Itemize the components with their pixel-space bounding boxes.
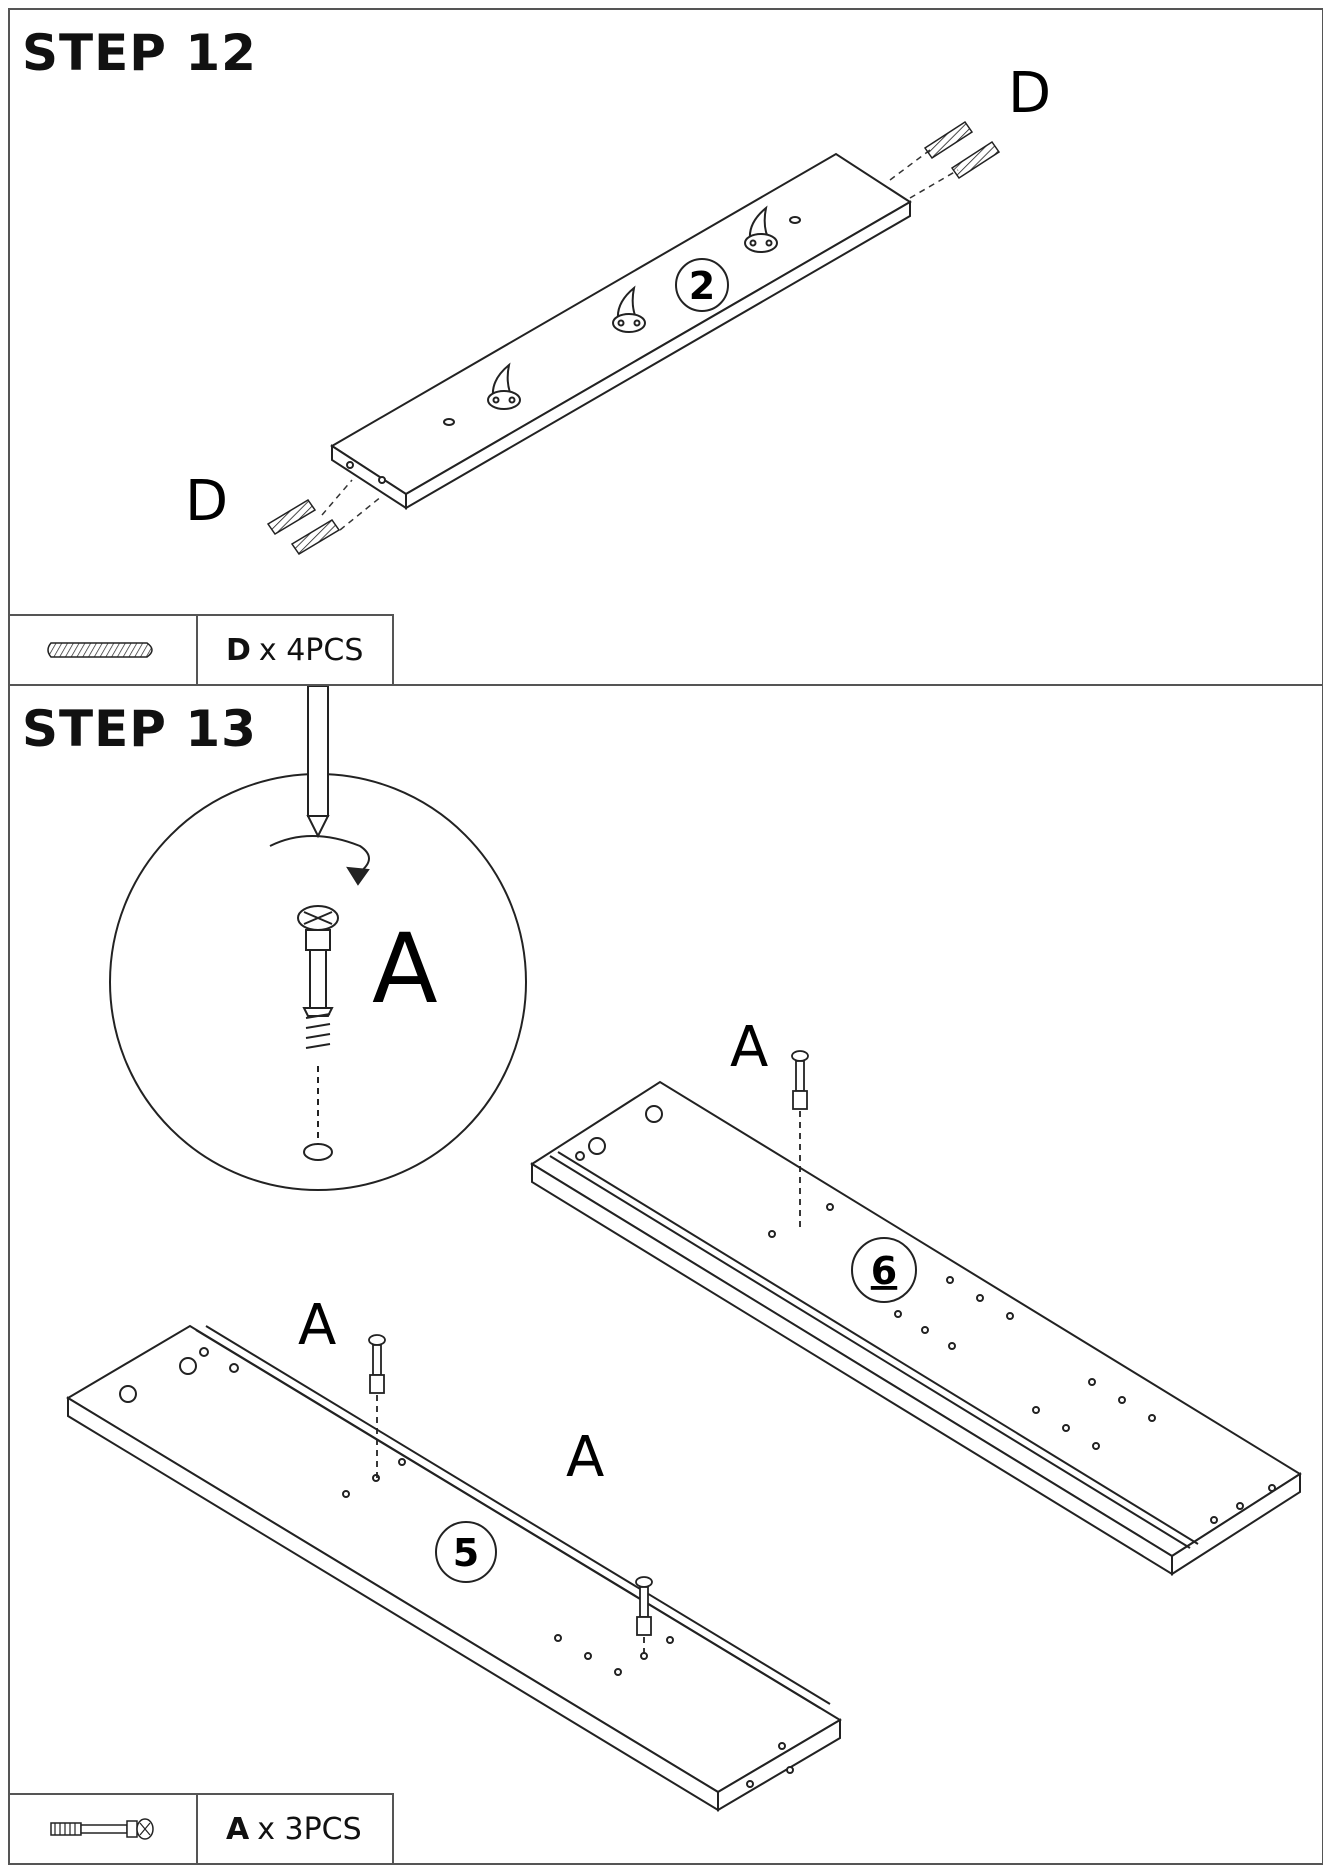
hook-icon bbox=[612, 285, 646, 333]
board-6 bbox=[530, 1080, 1302, 1576]
board-number-5: 5 bbox=[435, 1521, 497, 1583]
board-number-2: 2 bbox=[675, 258, 729, 312]
detail-label-a: A bbox=[372, 913, 438, 1025]
step-13-illustration: A 6 bbox=[66, 686, 1302, 1812]
cam-bolt-icon bbox=[368, 1334, 386, 1478]
step-13-title: STEP 13 bbox=[22, 700, 257, 758]
svg-text:2: 2 bbox=[689, 264, 715, 308]
step-12-illustration: 2 D D bbox=[185, 61, 1051, 556]
svg-text:6: 6 bbox=[871, 1249, 897, 1293]
step-12-panel: STEP 12 bbox=[8, 8, 1323, 686]
part-label-a: A bbox=[298, 1293, 336, 1358]
step-13-panel: STEP 13 A bbox=[8, 684, 1323, 1865]
board-number-6: 6 bbox=[851, 1237, 917, 1303]
detail-circle bbox=[109, 686, 527, 1191]
step-12-title: STEP 12 bbox=[22, 24, 257, 82]
part-label-a: A bbox=[730, 1015, 768, 1080]
part-label-d: D bbox=[1008, 61, 1051, 126]
cam-bolt-icon bbox=[791, 1050, 809, 1231]
part-label-a: A bbox=[566, 1425, 604, 1490]
hook-icon bbox=[487, 362, 521, 410]
svg-text:5: 5 bbox=[453, 1531, 479, 1575]
cam-bolt-icon bbox=[10, 1795, 198, 1863]
dowel-icon bbox=[266, 120, 1001, 556]
cam-bolt-icon bbox=[635, 1576, 653, 1654]
dowel-icon bbox=[10, 616, 198, 684]
hook-icon bbox=[744, 205, 778, 253]
part-label-d: D bbox=[185, 469, 228, 534]
